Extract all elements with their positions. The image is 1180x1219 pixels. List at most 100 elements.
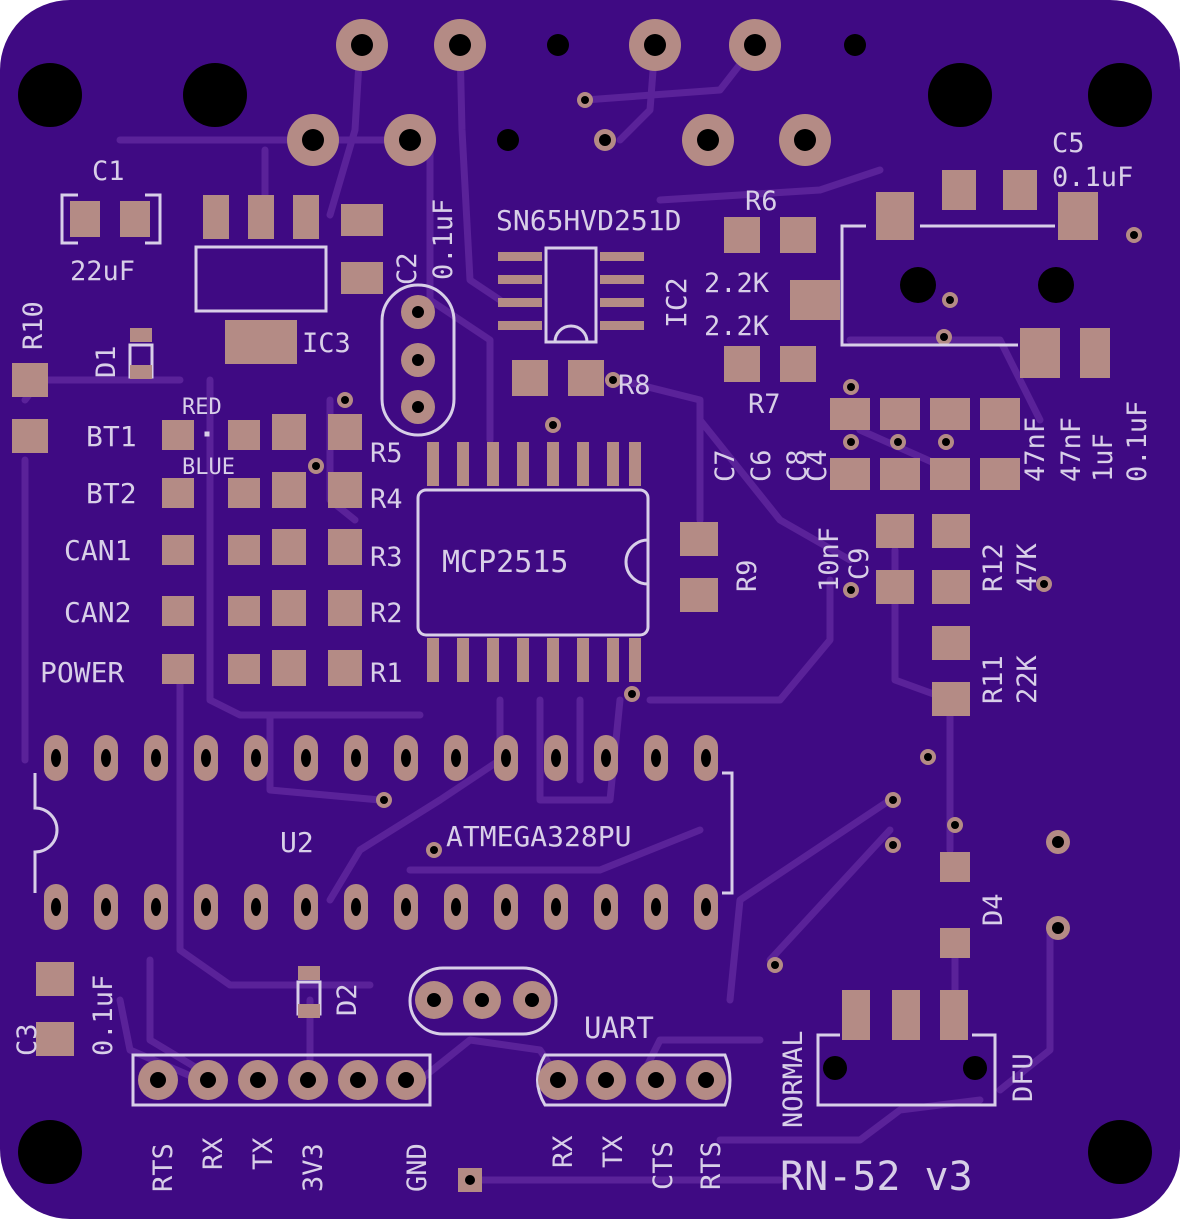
sot-component <box>790 170 1110 378</box>
svg-text:C5: C5 <box>1052 128 1085 159</box>
mount-hole <box>183 63 247 127</box>
svg-text:POWER: POWER <box>40 656 124 689</box>
resistor-r8: R8 <box>512 360 651 401</box>
regulator-ic3: IC3 <box>194 195 351 364</box>
svg-text:0.1uF: 0.1uF <box>88 975 119 1056</box>
copper-traces <box>21 41 1054 1184</box>
svg-text:ATMEGA328PU: ATMEGA328PU <box>446 820 631 853</box>
capacitor-c5: C5 0.1uF <box>1052 128 1133 193</box>
vias <box>308 92 1142 973</box>
diode-d2: D2 <box>296 966 363 1018</box>
svg-text:R12: R12 <box>978 543 1009 592</box>
mount-hole <box>1088 1120 1152 1184</box>
mounting-holes <box>18 63 1152 1184</box>
svg-text:IC3: IC3 <box>302 328 351 359</box>
capacitor-c3: C3 0.1uF <box>12 962 119 1056</box>
header-programming: RTS RX TX 3V3 GND <box>131 1053 433 1192</box>
svg-text:RTS: RTS <box>696 1141 727 1190</box>
svg-text:RX: RX <box>198 1137 229 1170</box>
can-controller-mcp2515: MCP2515 <box>416 442 650 682</box>
svg-text:1uF: 1uF <box>1088 433 1119 482</box>
svg-text:R1: R1 <box>370 658 403 689</box>
svg-text:C6: C6 <box>746 449 777 482</box>
microcontroller-u2: U2 ATMEGA328PU <box>33 735 734 930</box>
svg-text:22K: 22K <box>1012 654 1043 704</box>
svg-text:IC2: IC2 <box>660 277 693 328</box>
svg-text:2.2K: 2.2K <box>704 311 770 342</box>
resistor-r6: R6 2.2K <box>704 186 816 299</box>
diode-d1: D1 <box>91 328 154 379</box>
capacitor-bank: C7 C6 C8 C4 47nF 47nF 1uF 0.1uF <box>710 398 1153 490</box>
resistor-r9: R9 <box>680 522 763 612</box>
svg-text:RTS: RTS <box>148 1143 179 1192</box>
svg-text:CAN1: CAN1 <box>64 534 131 567</box>
resistor-labels: R5 R4 R3 R2 R1 <box>370 438 403 689</box>
mount-hole <box>18 1120 82 1184</box>
svg-text:UART: UART <box>584 1011 654 1045</box>
crystal-oscillator <box>380 283 456 437</box>
svg-text:C7: C7 <box>710 449 741 482</box>
svg-text:C1: C1 <box>92 156 125 187</box>
svg-text:47nF: 47nF <box>1020 417 1051 482</box>
svg-text:D2: D2 <box>332 983 363 1016</box>
svg-text:CAN2: CAN2 <box>64 596 131 629</box>
mount-hole <box>928 63 992 127</box>
svg-text:R8: R8 <box>618 370 651 401</box>
svg-text:R6: R6 <box>745 186 778 217</box>
db9-connector <box>287 19 866 166</box>
resistor-r7: 2.2K R7 <box>704 311 816 420</box>
header-uart: UART RX TX CTS RTS <box>458 1011 732 1192</box>
svg-text:U2: U2 <box>280 826 314 859</box>
svg-text:C3: C3 <box>12 1023 43 1056</box>
svg-text:10nF: 10nF <box>814 527 845 592</box>
svg-text:RED: RED <box>182 395 222 420</box>
svg-text:R4: R4 <box>370 484 403 515</box>
resistor-r10: R10 <box>12 301 49 453</box>
svg-text:R10: R10 <box>18 301 49 350</box>
board-title: RN-52 v3 <box>780 1154 973 1200</box>
svg-text:DFU: DFU <box>1008 1053 1039 1102</box>
svg-text:R3: R3 <box>370 542 403 573</box>
svg-text:C8: C8 <box>782 449 813 482</box>
diode-d4: D4 <box>940 830 1070 958</box>
svg-text:GND: GND <box>402 1143 433 1192</box>
svg-text:BT2: BT2 <box>86 477 137 510</box>
svg-text:0.1uF: 0.1uF <box>1052 162 1133 193</box>
svg-text:BT1: BT1 <box>86 420 137 453</box>
voltage-regulator-to92 <box>408 966 558 1036</box>
svg-text:MCP2515: MCP2515 <box>442 545 568 580</box>
capacitor-c1: C1 22uF <box>60 156 162 287</box>
mount-hole <box>1088 63 1152 127</box>
svg-text:RX: RX <box>548 1135 579 1168</box>
svg-text:R2: R2 <box>370 598 403 629</box>
resistor-r12: R12 47K <box>932 514 1043 604</box>
svg-text:R7: R7 <box>748 389 781 420</box>
svg-text:R5: R5 <box>370 438 403 469</box>
svg-text:SN65HVD251D: SN65HVD251D <box>496 204 681 237</box>
svg-text:TX: TX <box>248 1137 279 1170</box>
svg-text:0.1uF: 0.1uF <box>1122 401 1153 482</box>
svg-text:C2: C2 <box>392 252 423 285</box>
svg-text:3V3: 3V3 <box>298 1143 329 1192</box>
svg-text:CTS: CTS <box>648 1141 679 1190</box>
svg-text:C4: C4 <box>802 449 833 482</box>
led-indicators: RED BLUE BT1 BT2 CAN1 CAN2 POWER <box>40 395 362 689</box>
svg-text:C9: C9 <box>844 547 875 580</box>
svg-text:47nF: 47nF <box>1056 417 1087 482</box>
svg-text:2.2K: 2.2K <box>704 268 770 299</box>
svg-text:R9: R9 <box>732 559 763 592</box>
svg-text:TX: TX <box>598 1135 629 1168</box>
svg-text:D1: D1 <box>91 345 122 378</box>
capacitor-c9: 10nF C9 <box>814 514 914 604</box>
mount-hole <box>18 63 82 127</box>
svg-text:D4: D4 <box>978 893 1009 926</box>
svg-text:22uF: 22uF <box>70 256 135 287</box>
svg-text:R11: R11 <box>978 655 1009 704</box>
transceiver-ic2: SN65HVD251D IC2 <box>496 204 693 344</box>
svg-text:0.1uF: 0.1uF <box>428 199 459 280</box>
resistor-r11: R11 22K <box>932 626 1043 716</box>
svg-text:NORMAL: NORMAL <box>778 1030 809 1128</box>
svg-text:47K: 47K <box>1012 542 1043 592</box>
svg-text:BLUE: BLUE <box>182 455 235 480</box>
